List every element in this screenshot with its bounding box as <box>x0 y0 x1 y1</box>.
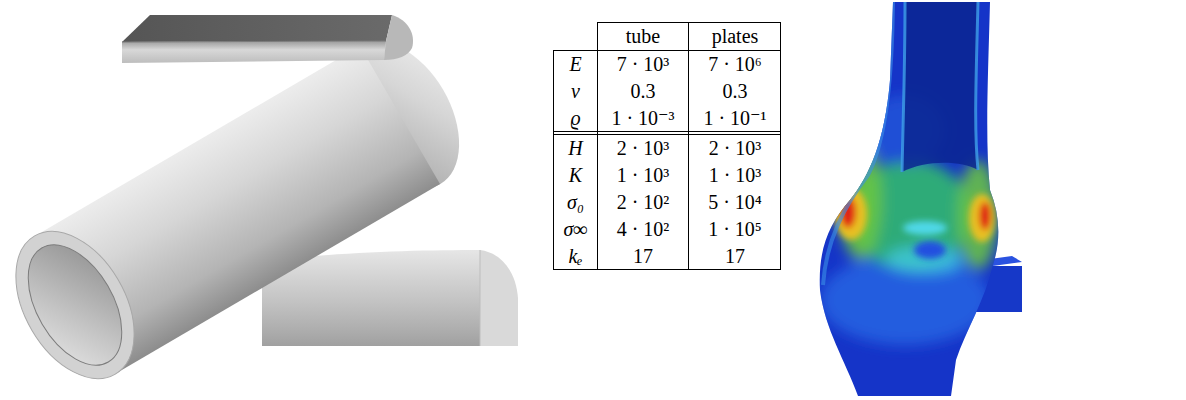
deformed-tube <box>820 2 999 396</box>
tube <box>0 21 484 400</box>
table-rule <box>780 22 781 270</box>
table-cell: 17 <box>598 243 688 269</box>
stress-peak <box>835 188 867 240</box>
lower-plate-edge <box>480 250 481 346</box>
lower-plate-end <box>480 250 518 346</box>
table-cell: ν <box>554 78 597 104</box>
table-cell: 7 · 10³ <box>598 51 688 77</box>
table-cell: kₑ <box>554 243 597 269</box>
table-cell: 2 · 10³ <box>689 135 781 161</box>
table-cell-text: 4 · 10² <box>617 218 670 241</box>
stress-zone <box>958 160 998 270</box>
table-cell: 7 · 10⁶ <box>689 51 781 77</box>
table-cell: 2 · 10² <box>598 189 688 215</box>
table-cell-text: E <box>569 53 581 76</box>
table-cell: H <box>554 135 597 161</box>
table-rule <box>597 22 598 270</box>
upper-plate-front <box>122 41 386 63</box>
table-cell-text: σ₀ <box>567 191 584 214</box>
stress-peak <box>969 194 995 242</box>
table-cell: plates <box>689 23 781 50</box>
table-cell-text: σ∞ <box>563 218 587 241</box>
table-cell-text: 2 · 10³ <box>709 137 762 160</box>
table-cell-text: 7 · 10⁶ <box>708 53 762 76</box>
table-cell-text: 2 · 10³ <box>617 137 670 160</box>
table-cell-text: 1 · 10⁵ <box>708 218 762 241</box>
table-cell: 0.3 <box>689 78 781 104</box>
table-cell-text: 2 · 10² <box>617 191 670 214</box>
table-cell: 1 · 10³ <box>598 162 688 188</box>
table-rule <box>688 22 689 270</box>
table-cell-text: plates <box>712 25 759 48</box>
table-cell-text: 1 · 10⁻³ <box>611 106 674 130</box>
table-rules <box>553 22 781 270</box>
table-cell: 2 · 10³ <box>598 135 688 161</box>
table-rule <box>553 131 781 132</box>
table-cell-text: 7 · 10³ <box>617 53 670 76</box>
table-cell-text: tube <box>626 25 660 48</box>
table-rule <box>553 269 781 270</box>
table-cell: E <box>554 51 597 77</box>
table-cell-text: 5 · 10⁴ <box>708 191 762 214</box>
upper-plate-top <box>122 15 392 42</box>
table-cell-text: K <box>569 164 582 187</box>
tube-interior <box>902 2 978 172</box>
upper-plate <box>122 15 413 63</box>
table-cell-text: 0.3 <box>723 80 748 103</box>
cut-edge <box>902 2 905 172</box>
table-cell-text: 1 · 10⁻¹ <box>703 106 766 130</box>
table-cell: 1 · 10⁵ <box>689 216 781 242</box>
table-cell: 1 · 10⁻³ <box>598 105 688 131</box>
table-cell: 0.3 <box>598 78 688 104</box>
table-cell-text: H <box>568 137 582 160</box>
table-cell-text: kₑ <box>568 245 582 268</box>
table-cell: tube <box>598 23 688 50</box>
table-rule <box>553 50 554 270</box>
stress-peak <box>979 202 991 230</box>
table-cell-text: ϱ <box>570 107 580 130</box>
table-cell: 5 · 10⁴ <box>689 189 781 215</box>
table-rule <box>553 134 781 135</box>
stress-field <box>820 2 998 345</box>
stress-peaks <box>835 188 995 259</box>
table-cell-text: 1 · 10³ <box>709 164 762 187</box>
table-cell-text: 1 · 10³ <box>617 164 670 187</box>
cut-edge <box>976 2 978 170</box>
upper-plate-edge <box>122 41 386 42</box>
table-cell: 1 · 10³ <box>689 162 781 188</box>
wall-edge <box>823 2 893 285</box>
table-cell: σ₀ <box>554 189 597 215</box>
table-cell-text: 17 <box>633 245 653 268</box>
table-cell: 1 · 10⁻¹ <box>689 105 781 131</box>
tube-front-ring <box>0 211 159 400</box>
stress-low <box>914 241 946 259</box>
table-cell: σ∞ <box>554 216 597 242</box>
table-cell-text: 0.3 <box>631 80 656 103</box>
stress-zone <box>903 221 947 235</box>
table-cell: ϱ <box>554 105 597 131</box>
table-rule <box>553 50 781 51</box>
table-cell: 17 <box>689 243 781 269</box>
table-cell: 4 · 10² <box>598 216 688 242</box>
table-cell-text: ν <box>571 80 580 103</box>
upper-plate-end <box>384 15 413 60</box>
table-cell: K <box>554 162 597 188</box>
tube-bore <box>9 229 141 381</box>
table-cell-text: 17 <box>725 245 745 268</box>
simulation-result <box>820 2 1022 396</box>
